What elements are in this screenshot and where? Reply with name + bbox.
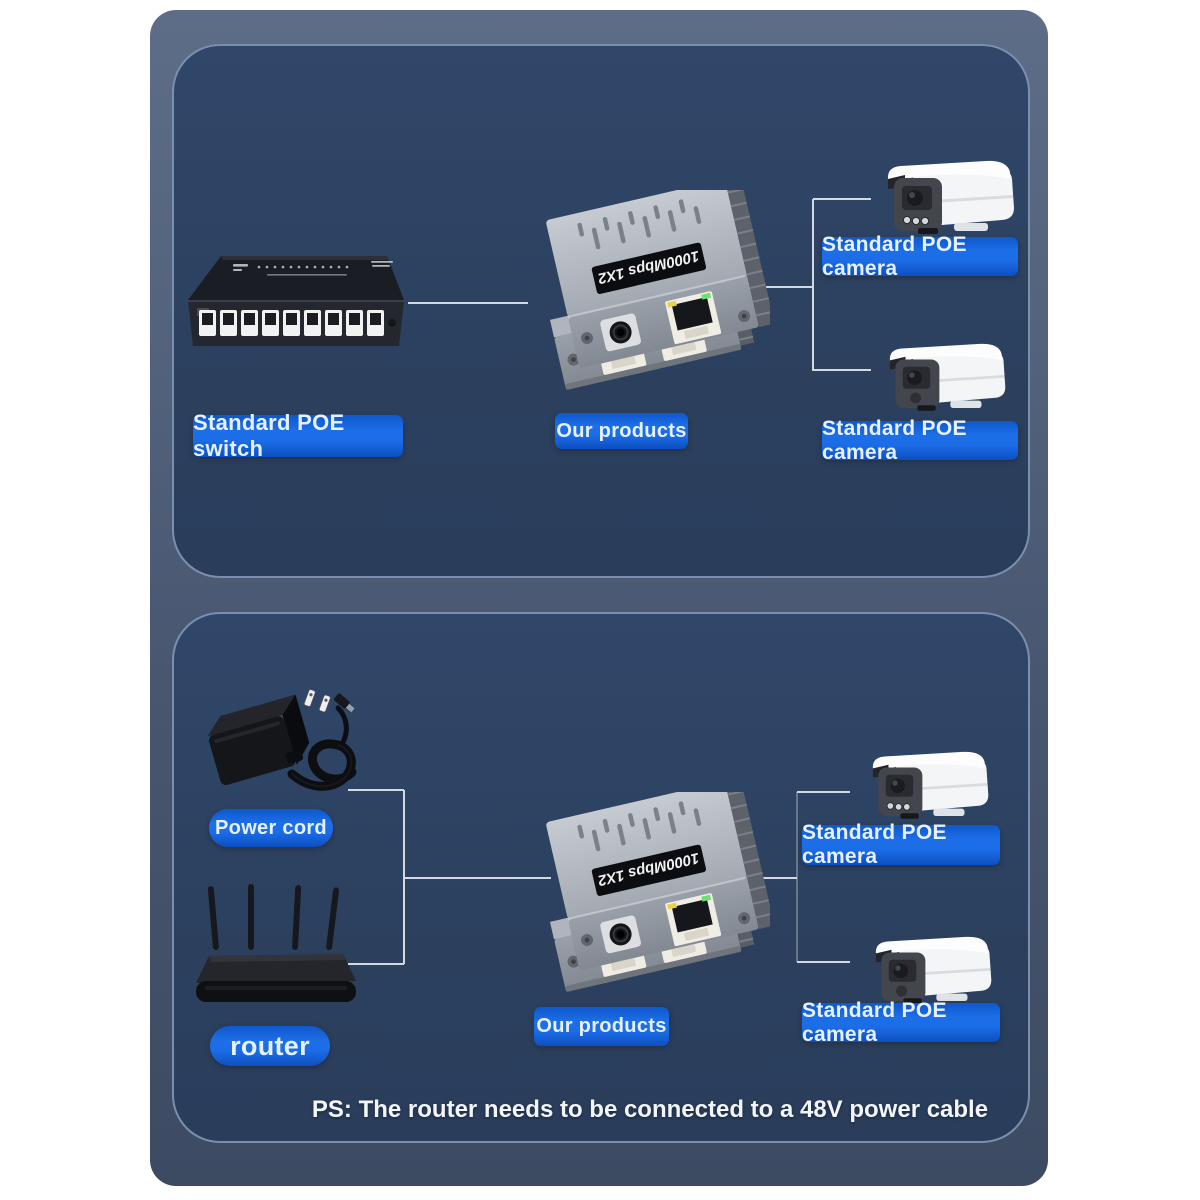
bullet-camera-illustration bbox=[872, 751, 989, 819]
poe-switch-illustration bbox=[188, 256, 404, 346]
ps-note: PS: The router needs to be connected to … bbox=[311, 1096, 989, 1123]
bullet-camera-illustration bbox=[875, 936, 992, 1004]
poe-extender-product-image: 1000Mbps 1X2 bbox=[540, 792, 770, 1022]
label-our-products-bottom: Our products bbox=[534, 1007, 669, 1046]
label-poe-camera-1: Standard POE camera bbox=[822, 233, 1018, 280]
label-our-products-top: Our products bbox=[555, 413, 688, 449]
label-router: router bbox=[210, 1026, 330, 1066]
power-adapter-illustration bbox=[207, 688, 357, 791]
label-power-cord: Power cord bbox=[209, 809, 333, 847]
label-poe-camera-2: Standard POE camera bbox=[822, 417, 1018, 464]
router-image bbox=[193, 882, 358, 1017]
bullet-camera-illustration bbox=[887, 160, 1014, 234]
label-poe-camera-4: Standard POE camera bbox=[802, 999, 1000, 1046]
poe-camera-1-image bbox=[858, 148, 1023, 243]
poe-camera-4-image bbox=[848, 925, 1000, 1012]
label-poe-camera-3: Standard POE camera bbox=[802, 821, 1000, 868]
router-illustration bbox=[196, 884, 356, 1002]
poe-extender-product-image: 1000Mbps 1X2 bbox=[540, 190, 770, 420]
poe-switch-image bbox=[183, 248, 408, 348]
poe-extender-illustration: 1000Mbps 1X2 bbox=[546, 792, 770, 992]
poe-camera-3-image bbox=[845, 740, 997, 827]
bullet-camera-illustration bbox=[889, 343, 1006, 411]
power-adapter-image bbox=[192, 682, 367, 802]
poe-camera-2-image bbox=[862, 332, 1014, 419]
poe-extender-illustration: 1000Mbps 1X2 bbox=[546, 190, 770, 390]
label-standard-poe-switch: Standard POE switch bbox=[193, 410, 403, 461]
